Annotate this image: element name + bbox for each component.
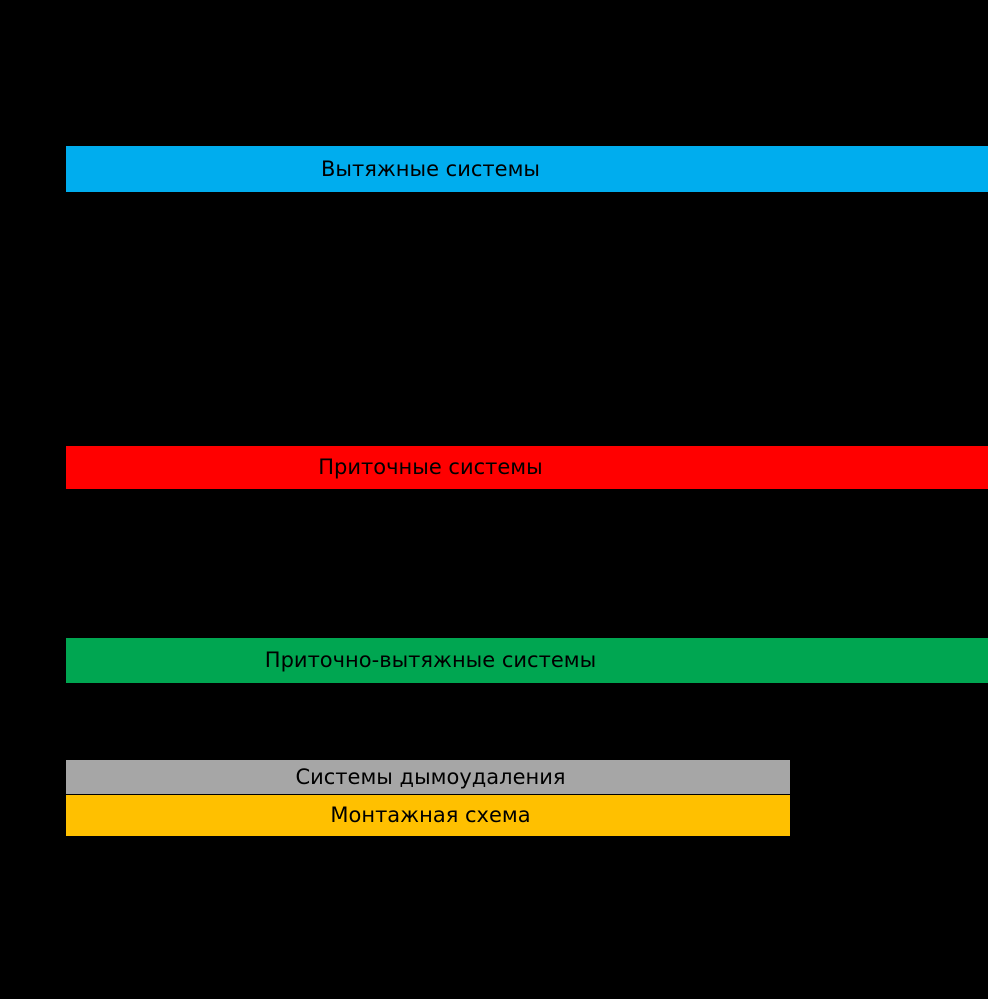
- task-bar-pritochno-vytyazhnye-sistemy[interactable]: Приточно-вытяжные системы: [66, 638, 988, 683]
- task-bar-main-segment[interactable]: Системы дымоудаления: [71, 760, 790, 794]
- task-bar-main-segment[interactable]: Вытяжные системы: [71, 146, 790, 192]
- task-bar-label: Системы дымоудаления: [295, 764, 566, 789]
- task-bar-main-segment[interactable]: Монтажная схема: [71, 795, 790, 836]
- task-bar-main-segment[interactable]: Приточно-вытяжные системы: [71, 638, 790, 683]
- task-bar-pritochnye-sistemy[interactable]: Приточные системы: [66, 446, 988, 489]
- task-bar-left-tick: [66, 760, 68, 794]
- task-bar-left-tick: [66, 146, 68, 192]
- task-bar-label: Монтажная схема: [330, 803, 531, 827]
- task-bar-vytyazhnye-sistemy[interactable]: Вытяжные системы: [66, 146, 988, 192]
- task-bar-label: Приточно-вытяжные системы: [264, 648, 597, 672]
- task-bar-label: Вытяжные системы: [321, 156, 540, 181]
- task-bar-tail-segment[interactable]: [792, 146, 988, 192]
- task-bar-label: Приточные системы: [318, 455, 543, 479]
- task-bar-main-segment[interactable]: Приточные системы: [71, 446, 790, 489]
- task-bar-tail-segment[interactable]: [792, 638, 988, 683]
- task-bar-tail-segment[interactable]: [792, 446, 988, 489]
- task-bar-montazhnaya-shema[interactable]: Монтажная схема: [66, 795, 790, 836]
- task-bar-left-tick: [66, 638, 68, 683]
- task-bar-sistemy-dymoudaleniya[interactable]: Системы дымоудаления: [66, 760, 790, 794]
- task-bar-left-tick: [66, 795, 68, 836]
- task-bar-left-tick: [66, 446, 68, 489]
